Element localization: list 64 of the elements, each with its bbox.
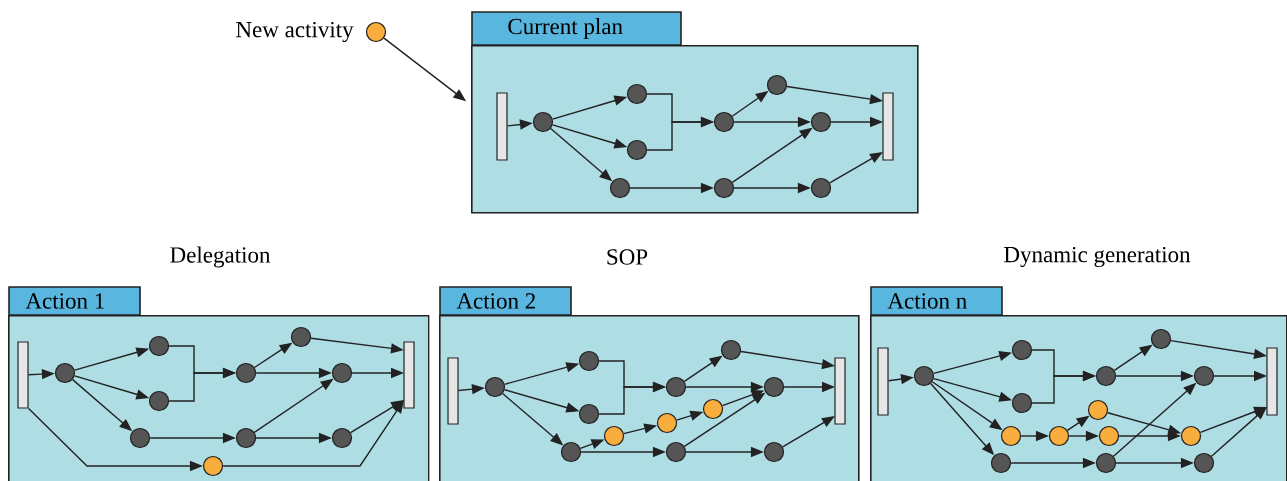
node-label: Dynamic generation <box>1004 246 1191 268</box>
bar <box>496 92 508 161</box>
tab-label: Action n <box>870 286 1003 316</box>
place-circle <box>656 412 678 434</box>
place-circle <box>331 427 353 449</box>
place-circle <box>578 350 600 372</box>
place-circle <box>148 390 170 412</box>
place-circle <box>702 398 724 420</box>
place-circle <box>1098 425 1120 447</box>
bar <box>877 347 889 416</box>
place-circle <box>763 441 785 463</box>
place-circle <box>609 177 631 199</box>
place-circle <box>720 339 742 361</box>
bar <box>834 357 846 425</box>
place-circle <box>129 427 151 449</box>
place-circle <box>532 111 554 133</box>
node-label: Delegation <box>170 246 271 268</box>
place-circle <box>1095 452 1117 474</box>
place-circle <box>1180 425 1202 447</box>
place-circle <box>665 441 687 463</box>
place-circle <box>713 177 735 199</box>
place-circle <box>1150 328 1172 350</box>
place-circle <box>626 139 648 161</box>
place-circle <box>560 441 582 463</box>
bar <box>17 341 29 409</box>
arrow <box>222 400 404 467</box>
place-circle <box>990 452 1012 474</box>
place-circle <box>578 403 600 425</box>
place-circle <box>603 425 625 447</box>
place-circle <box>810 111 832 133</box>
place-circle <box>331 362 353 384</box>
arrow <box>782 416 835 448</box>
place-circle <box>235 362 257 384</box>
bar <box>882 92 894 161</box>
place-circle <box>766 74 788 96</box>
place-circle <box>290 326 312 348</box>
place-circle <box>763 376 785 398</box>
place-circle <box>1095 365 1117 387</box>
tab-label: Current plan <box>471 11 682 46</box>
place-circle <box>1000 425 1022 447</box>
place-circle <box>54 362 76 384</box>
place-circle <box>1048 425 1070 447</box>
bar <box>447 357 459 425</box>
tab-label: Action 2 <box>439 286 572 316</box>
place-circle <box>1087 399 1109 421</box>
place-circle <box>1193 365 1215 387</box>
place-circle <box>665 376 687 398</box>
place-circle <box>810 177 832 199</box>
place-circle <box>148 335 170 357</box>
place-circle <box>484 376 506 398</box>
place-circle <box>1011 339 1033 361</box>
place-circle <box>1193 452 1215 474</box>
place-circle <box>1011 392 1033 414</box>
place-circle <box>235 427 257 449</box>
place-circle <box>626 83 648 105</box>
bar <box>1266 347 1278 416</box>
bar <box>403 341 415 409</box>
place-circle <box>913 365 935 387</box>
tab-label: Action 1 <box>8 286 141 316</box>
place-circle <box>202 455 224 477</box>
node-label: SOP <box>607 249 648 265</box>
arrow <box>1210 407 1267 457</box>
node-label: New activity <box>236 21 354 43</box>
place-circle <box>713 111 735 133</box>
